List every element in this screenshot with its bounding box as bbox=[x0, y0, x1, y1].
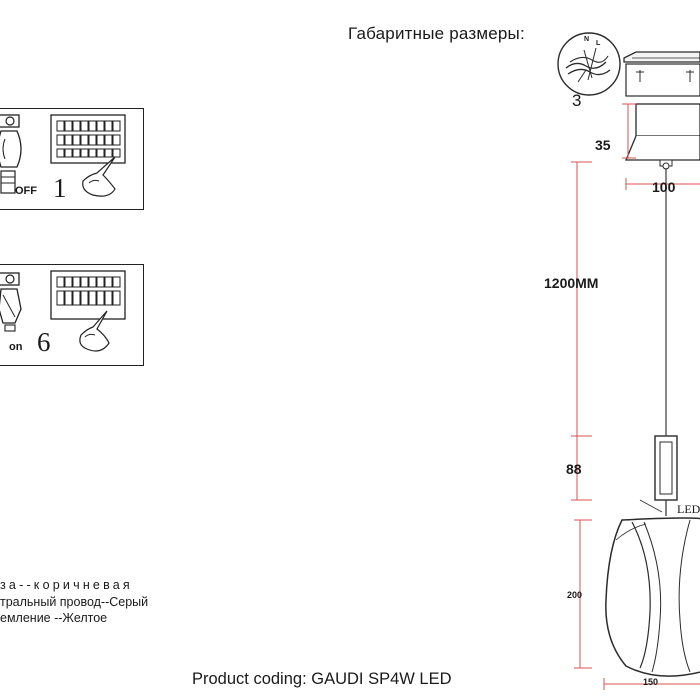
callout-letter-l: L bbox=[596, 40, 601, 47]
instruction-step-1: OFF 1 bbox=[0, 108, 144, 210]
shade-width-label: 150 bbox=[643, 677, 659, 687]
step-number-1: 1 bbox=[53, 173, 67, 203]
wiring-line-neutral: тральный провод--Серый bbox=[0, 595, 149, 609]
shade-height-label: 200 bbox=[567, 590, 583, 600]
switch-on-illustration bbox=[0, 270, 126, 352]
canopy bbox=[625, 103, 700, 170]
switch-on-label: on bbox=[9, 341, 23, 353]
wiring-callout bbox=[557, 32, 621, 96]
wiring-line-ground: емление --Желтое bbox=[0, 611, 108, 625]
cable-length-label: 1200MM bbox=[544, 275, 599, 291]
canopy-height-label: 35 bbox=[595, 137, 611, 153]
dimension-lines bbox=[571, 103, 700, 690]
step-number-6: 6 bbox=[37, 327, 51, 357]
canopy-width-label: 100 bbox=[652, 179, 676, 195]
holder-height-label: 88 bbox=[566, 461, 582, 477]
callout-number: 3 bbox=[572, 91, 582, 110]
callout-letter-n: N bbox=[584, 36, 590, 43]
led-label: LED bbox=[677, 502, 700, 516]
switch-off-illustration bbox=[0, 114, 126, 197]
product-coding: Product coding: GAUDI SP4W LED bbox=[192, 670, 452, 688]
instruction-step-2: on 6 bbox=[0, 264, 144, 366]
lamp-holder bbox=[654, 435, 678, 516]
switch-off-label: OFF bbox=[15, 185, 37, 197]
lamp-shade bbox=[605, 517, 700, 677]
ceiling-plate bbox=[623, 51, 700, 97]
wiring-line-phase: за--коричневая bbox=[0, 578, 133, 592]
page-title: Габаритные размеры: bbox=[348, 24, 525, 43]
